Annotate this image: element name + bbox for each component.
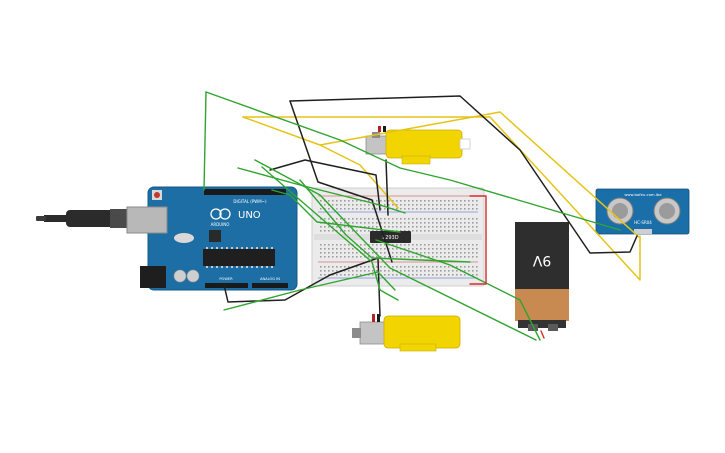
digital-header — [204, 189, 286, 195]
wire-green[interactable] — [261, 166, 399, 301]
wire-green[interactable] — [375, 239, 541, 341]
atmega-pins — [206, 247, 273, 268]
wire-black[interactable] — [289, 95, 638, 254]
logo-text: UNO — [238, 210, 261, 221]
wire-green[interactable] — [223, 271, 396, 311]
l293d-chip[interactable]: L293D — [370, 231, 411, 243]
wires — [203, 91, 641, 341]
wire-red[interactable] — [540, 330, 545, 339]
digital-header-label: DIGITAL (PWM~) — [233, 199, 267, 204]
capacitor — [186, 269, 200, 283]
chip-label: L293D — [382, 235, 398, 241]
usb-cable — [36, 209, 130, 228]
wire-black[interactable] — [269, 159, 381, 211]
wire-yellow[interactable] — [242, 116, 399, 209]
dc-motor-bottom[interactable] — [352, 314, 461, 352]
wire-yellow[interactable] — [319, 111, 641, 239]
arduino-logo — [210, 208, 231, 220]
capacitor — [173, 269, 187, 283]
wire-red[interactable] — [469, 195, 487, 285]
power-header-label: POWER — [219, 277, 233, 281]
usb-port — [126, 206, 168, 234]
crystal — [174, 233, 194, 243]
wire-yellow[interactable] — [242, 116, 641, 281]
analog-header — [252, 283, 288, 288]
power-header — [205, 283, 248, 288]
wire-black[interactable] — [223, 257, 381, 317]
wire-green[interactable] — [254, 159, 537, 341]
analog-header-label: ANALOG IN — [260, 277, 280, 281]
arduino-uno[interactable]: DIGITAL (PWM~) UNO ARDUINO POWER ANALOG … — [36, 186, 298, 291]
reset-button-cap[interactable] — [154, 192, 160, 198]
breadboard-holes — [320, 200, 478, 276]
wire-black[interactable] — [385, 159, 389, 216]
atmega-chip — [203, 249, 275, 266]
brand-text: ARDUINO — [211, 222, 230, 227]
wire-black[interactable] — [289, 100, 393, 263]
wire-green[interactable] — [299, 179, 471, 263]
dc-motor-top[interactable] — [365, 126, 471, 165]
usb-ic — [209, 230, 221, 242]
battery-label: 9V — [532, 252, 551, 268]
battery-9v[interactable]: 9V — [515, 222, 569, 331]
sensor-model-text: HC-SR04 — [634, 220, 652, 225]
sensor-vendor-text: www.bafeu.com.lbe — [624, 192, 662, 197]
wire-green[interactable] — [203, 91, 207, 191]
wire-green[interactable] — [205, 91, 621, 231]
wire-green[interactable] — [237, 167, 406, 214]
wire-green[interactable] — [271, 189, 401, 233]
ultrasonic-sensor[interactable]: www.bafeu.com.lbe HC-SR04 — [595, 188, 690, 235]
power-jack — [140, 266, 166, 288]
